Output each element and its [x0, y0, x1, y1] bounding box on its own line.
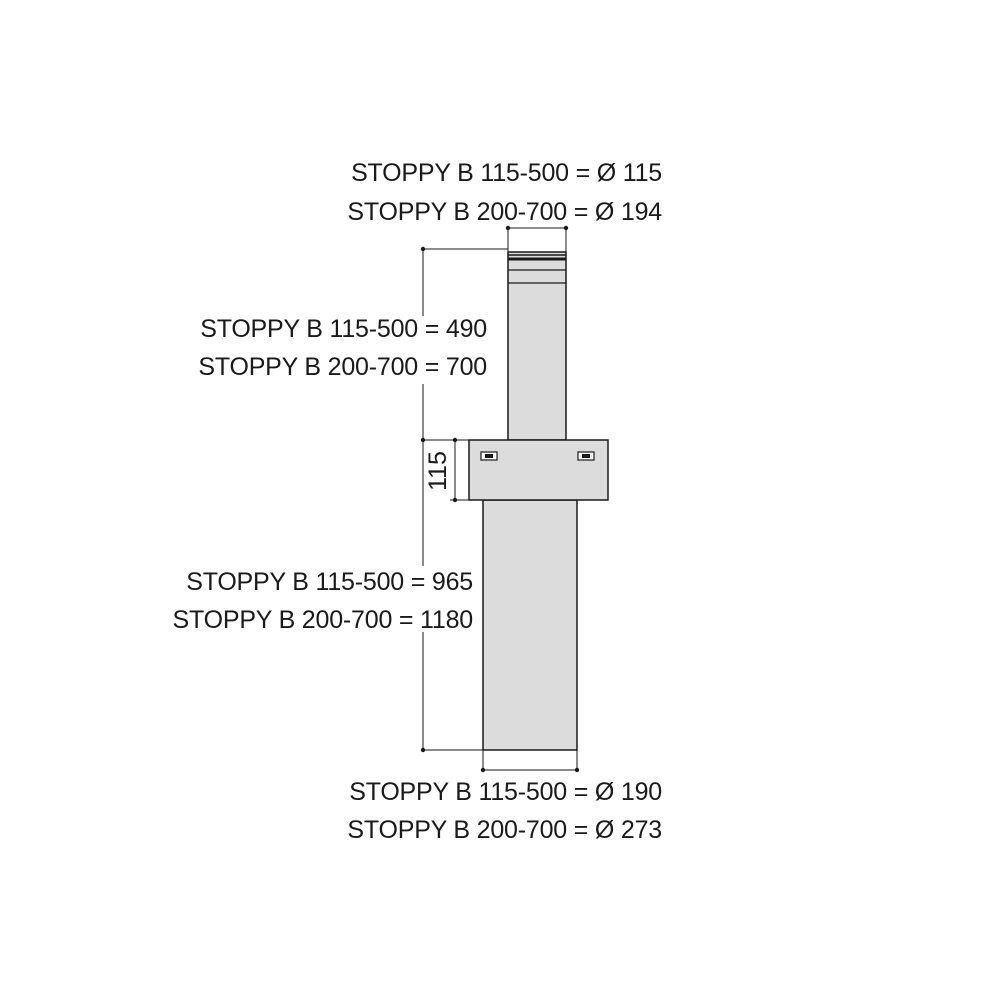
lower-height-label-1: STOPPY B 115-500 = 965: [186, 568, 473, 596]
flange-height-dimension: [450, 437, 469, 503]
flange-slot-right: [577, 451, 595, 461]
bottom-diameter-dimension: [480, 750, 580, 773]
bottom-diameter-label-1: STOPPY B 115-500 = Ø 190: [349, 778, 662, 806]
height-dimension: [420, 246, 508, 753]
top-diameter-label-2: STOPPY B 200-700 = Ø 194: [347, 198, 662, 226]
lower-height-label-2: STOPPY B 200-700 = 1180: [172, 606, 474, 634]
flange-slot-left: [480, 451, 498, 461]
lower-post: [482, 499, 578, 751]
flange: [468, 439, 609, 501]
upper-height-label-1: STOPPY B 115-500 = 490: [200, 315, 487, 343]
top-diameter-dimension: [505, 225, 569, 252]
bottom-diameter-label-2: STOPPY B 200-700 = Ø 273: [347, 816, 662, 844]
top-diameter-label-1: STOPPY B 115-500 = Ø 115: [351, 159, 662, 187]
flange-height-label: 115: [424, 451, 452, 491]
upper-height-label-2: STOPPY B 200-700 = 700: [198, 353, 487, 381]
upper-post: [507, 251, 567, 441]
